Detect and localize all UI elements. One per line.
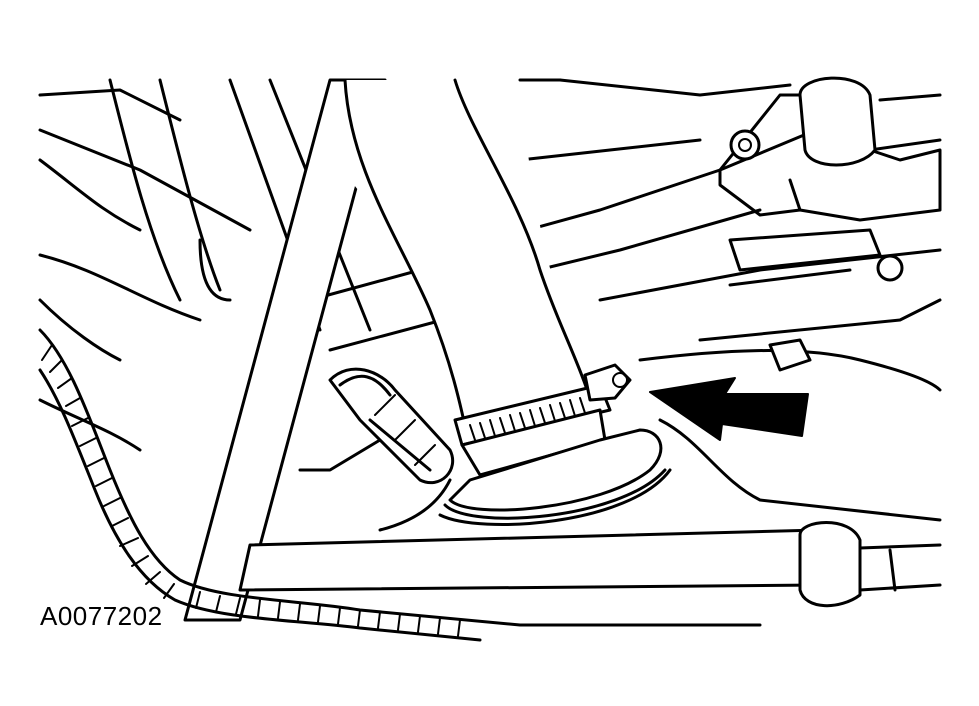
wiring-loom	[38, 328, 762, 642]
stud-icon	[768, 338, 812, 372]
vacuum-hose	[328, 367, 455, 485]
hose-clamp[interactable]	[453, 363, 632, 477]
figure-id-label: A0077202	[38, 601, 165, 631]
bolt-icon	[876, 254, 904, 282]
arrow-pointer-icon	[649, 377, 809, 441]
engine-background	[38, 78, 942, 532]
bolt-icon	[729, 129, 761, 161]
lower-pipe	[238, 521, 942, 608]
sensor-bracket	[718, 76, 942, 372]
coolant-hose	[343, 78, 602, 470]
diagonal-pipes	[108, 78, 387, 622]
hose-flange	[438, 428, 672, 526]
